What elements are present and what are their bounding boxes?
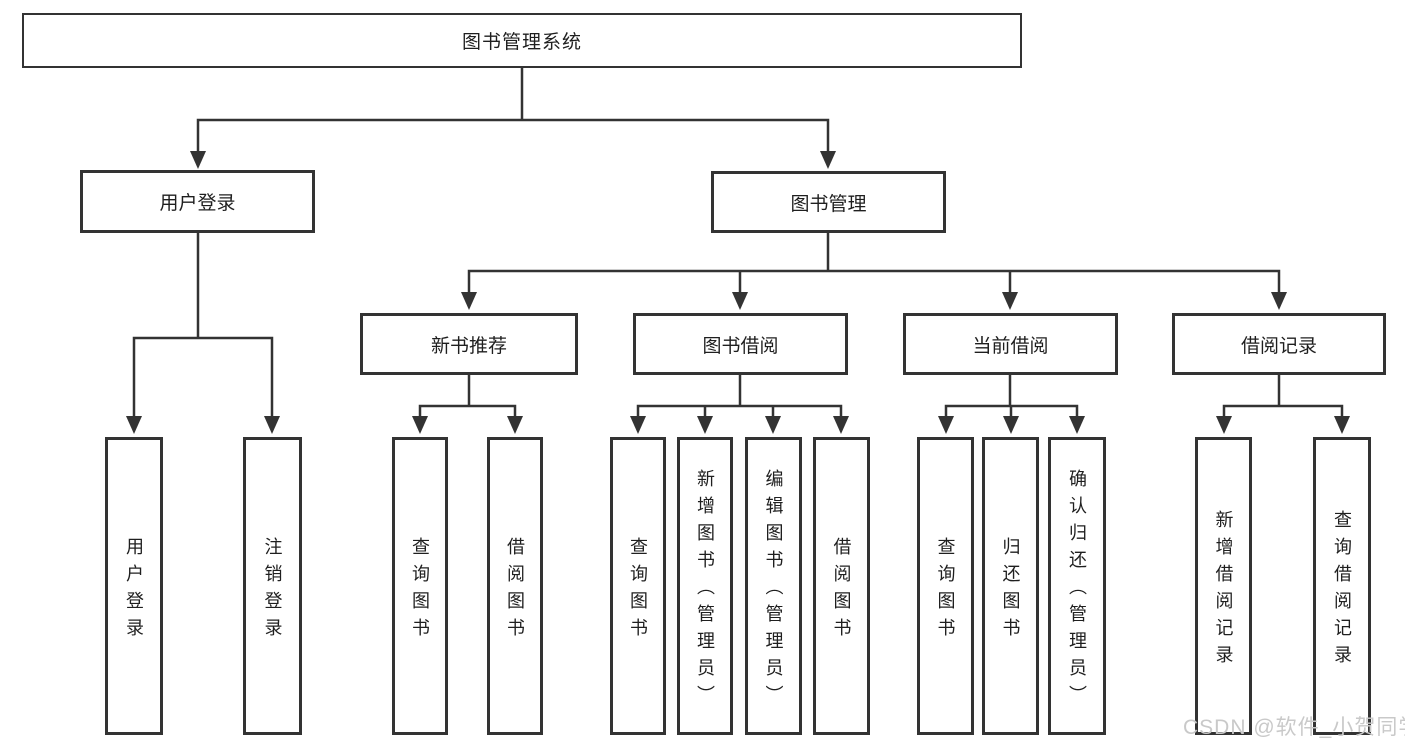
leaf-label: 查询图书 bbox=[935, 536, 956, 645]
leaf-label: 注销登录 bbox=[262, 536, 283, 645]
connector-root-to-level2 bbox=[196, 66, 830, 153]
leaf-borrow-borrow-book: 借阅图书 bbox=[813, 437, 870, 735]
node-book-borrow: 图书借阅 bbox=[633, 313, 848, 375]
arrow-down-icon bbox=[461, 292, 477, 310]
leaf-borrow-query: 查询图书 bbox=[610, 437, 666, 735]
leaf-newbooks-borrow: 借阅图书 bbox=[487, 437, 543, 735]
node-book-borrow-label: 图书借阅 bbox=[702, 335, 779, 357]
leaf-label: 归还图书 bbox=[1000, 536, 1021, 645]
leaf-newbooks-query: 查询图书 bbox=[392, 437, 448, 735]
leaf-records-add: 新增借阅记录 bbox=[1195, 437, 1252, 735]
node-new-book-recommend-label: 新书推荐 bbox=[430, 335, 507, 357]
leaf-label: 借阅图书 bbox=[831, 536, 852, 645]
leaf-current-query: 查询图书 bbox=[917, 437, 974, 735]
arrow-down-icon bbox=[732, 292, 748, 310]
leaf-borrow-add-book: 新增图书（管理员） bbox=[677, 437, 733, 735]
node-borrow-records-label: 借阅记录 bbox=[1240, 335, 1317, 357]
leaf-label: 用户登录 bbox=[124, 536, 144, 645]
arrow-down-icon bbox=[1069, 416, 1085, 434]
leaf-logout: 注销登录 bbox=[243, 437, 302, 735]
arrow-down-icon bbox=[190, 151, 206, 169]
leaf-label: 借阅图书 bbox=[505, 536, 525, 645]
node-borrow-records: 借阅记录 bbox=[1172, 313, 1386, 375]
node-current-borrow: 当前借阅 bbox=[903, 313, 1118, 375]
node-current-borrow-label: 当前借阅 bbox=[972, 335, 1049, 357]
arrow-down-icon bbox=[1002, 292, 1018, 310]
leaf-borrow-edit-book: 编辑图书（管理员） bbox=[745, 437, 802, 735]
connector-bookmgmt-to-level3 bbox=[467, 231, 1281, 294]
arrow-down-icon bbox=[697, 416, 713, 434]
connector-records-to-leaves bbox=[1222, 373, 1344, 418]
connector-current-to-leaves bbox=[944, 373, 1079, 418]
leaf-label: 新增图书（管理员） bbox=[695, 469, 715, 712]
node-book-management: 图书管理 bbox=[711, 171, 946, 233]
arrow-down-icon bbox=[833, 416, 849, 434]
leaf-label: 查询借阅记录 bbox=[1332, 509, 1352, 672]
arrow-down-icon bbox=[1003, 416, 1019, 434]
node-new-book-recommend: 新书推荐 bbox=[360, 313, 578, 375]
node-root: 图书管理系统 bbox=[22, 13, 1022, 68]
leaf-label: 编辑图书（管理员） bbox=[763, 469, 784, 712]
node-user-login-label: 用户登录 bbox=[159, 193, 236, 214]
arrow-down-icon bbox=[1334, 416, 1350, 434]
arrow-down-icon bbox=[820, 151, 836, 169]
connector-borrow-to-leaves bbox=[636, 373, 843, 418]
node-user-login: 用户登录 bbox=[80, 170, 315, 233]
leaf-user-login: 用户登录 bbox=[105, 437, 163, 735]
arrow-down-icon bbox=[630, 416, 646, 434]
leaf-current-return: 归还图书 bbox=[982, 437, 1039, 735]
arrow-down-icon bbox=[264, 416, 280, 434]
arrow-down-icon bbox=[1271, 292, 1287, 310]
leaf-label: 查询图书 bbox=[628, 536, 648, 645]
leaf-label: 查询图书 bbox=[410, 536, 430, 645]
leaf-current-confirm-return: 确认归还（管理员） bbox=[1048, 437, 1106, 735]
arrow-down-icon bbox=[507, 416, 523, 434]
leaf-label: 新增借阅记录 bbox=[1213, 509, 1234, 672]
arrow-down-icon bbox=[1216, 416, 1232, 434]
watermark: CSDN @软件_小贺同学 bbox=[1183, 716, 1405, 739]
leaf-label: 确认归还（管理员） bbox=[1067, 469, 1087, 712]
arrow-down-icon bbox=[765, 416, 781, 434]
node-root-label: 图书管理系统 bbox=[461, 32, 582, 53]
connector-newbooks-to-leaves bbox=[418, 373, 517, 418]
arrow-down-icon bbox=[126, 416, 142, 434]
arrow-down-icon bbox=[938, 416, 954, 434]
node-book-management-label: 图书管理 bbox=[790, 193, 867, 215]
connector-userlogin-to-leaves bbox=[132, 231, 274, 418]
leaf-records-query: 查询借阅记录 bbox=[1313, 437, 1371, 735]
arrow-down-icon bbox=[412, 416, 428, 434]
